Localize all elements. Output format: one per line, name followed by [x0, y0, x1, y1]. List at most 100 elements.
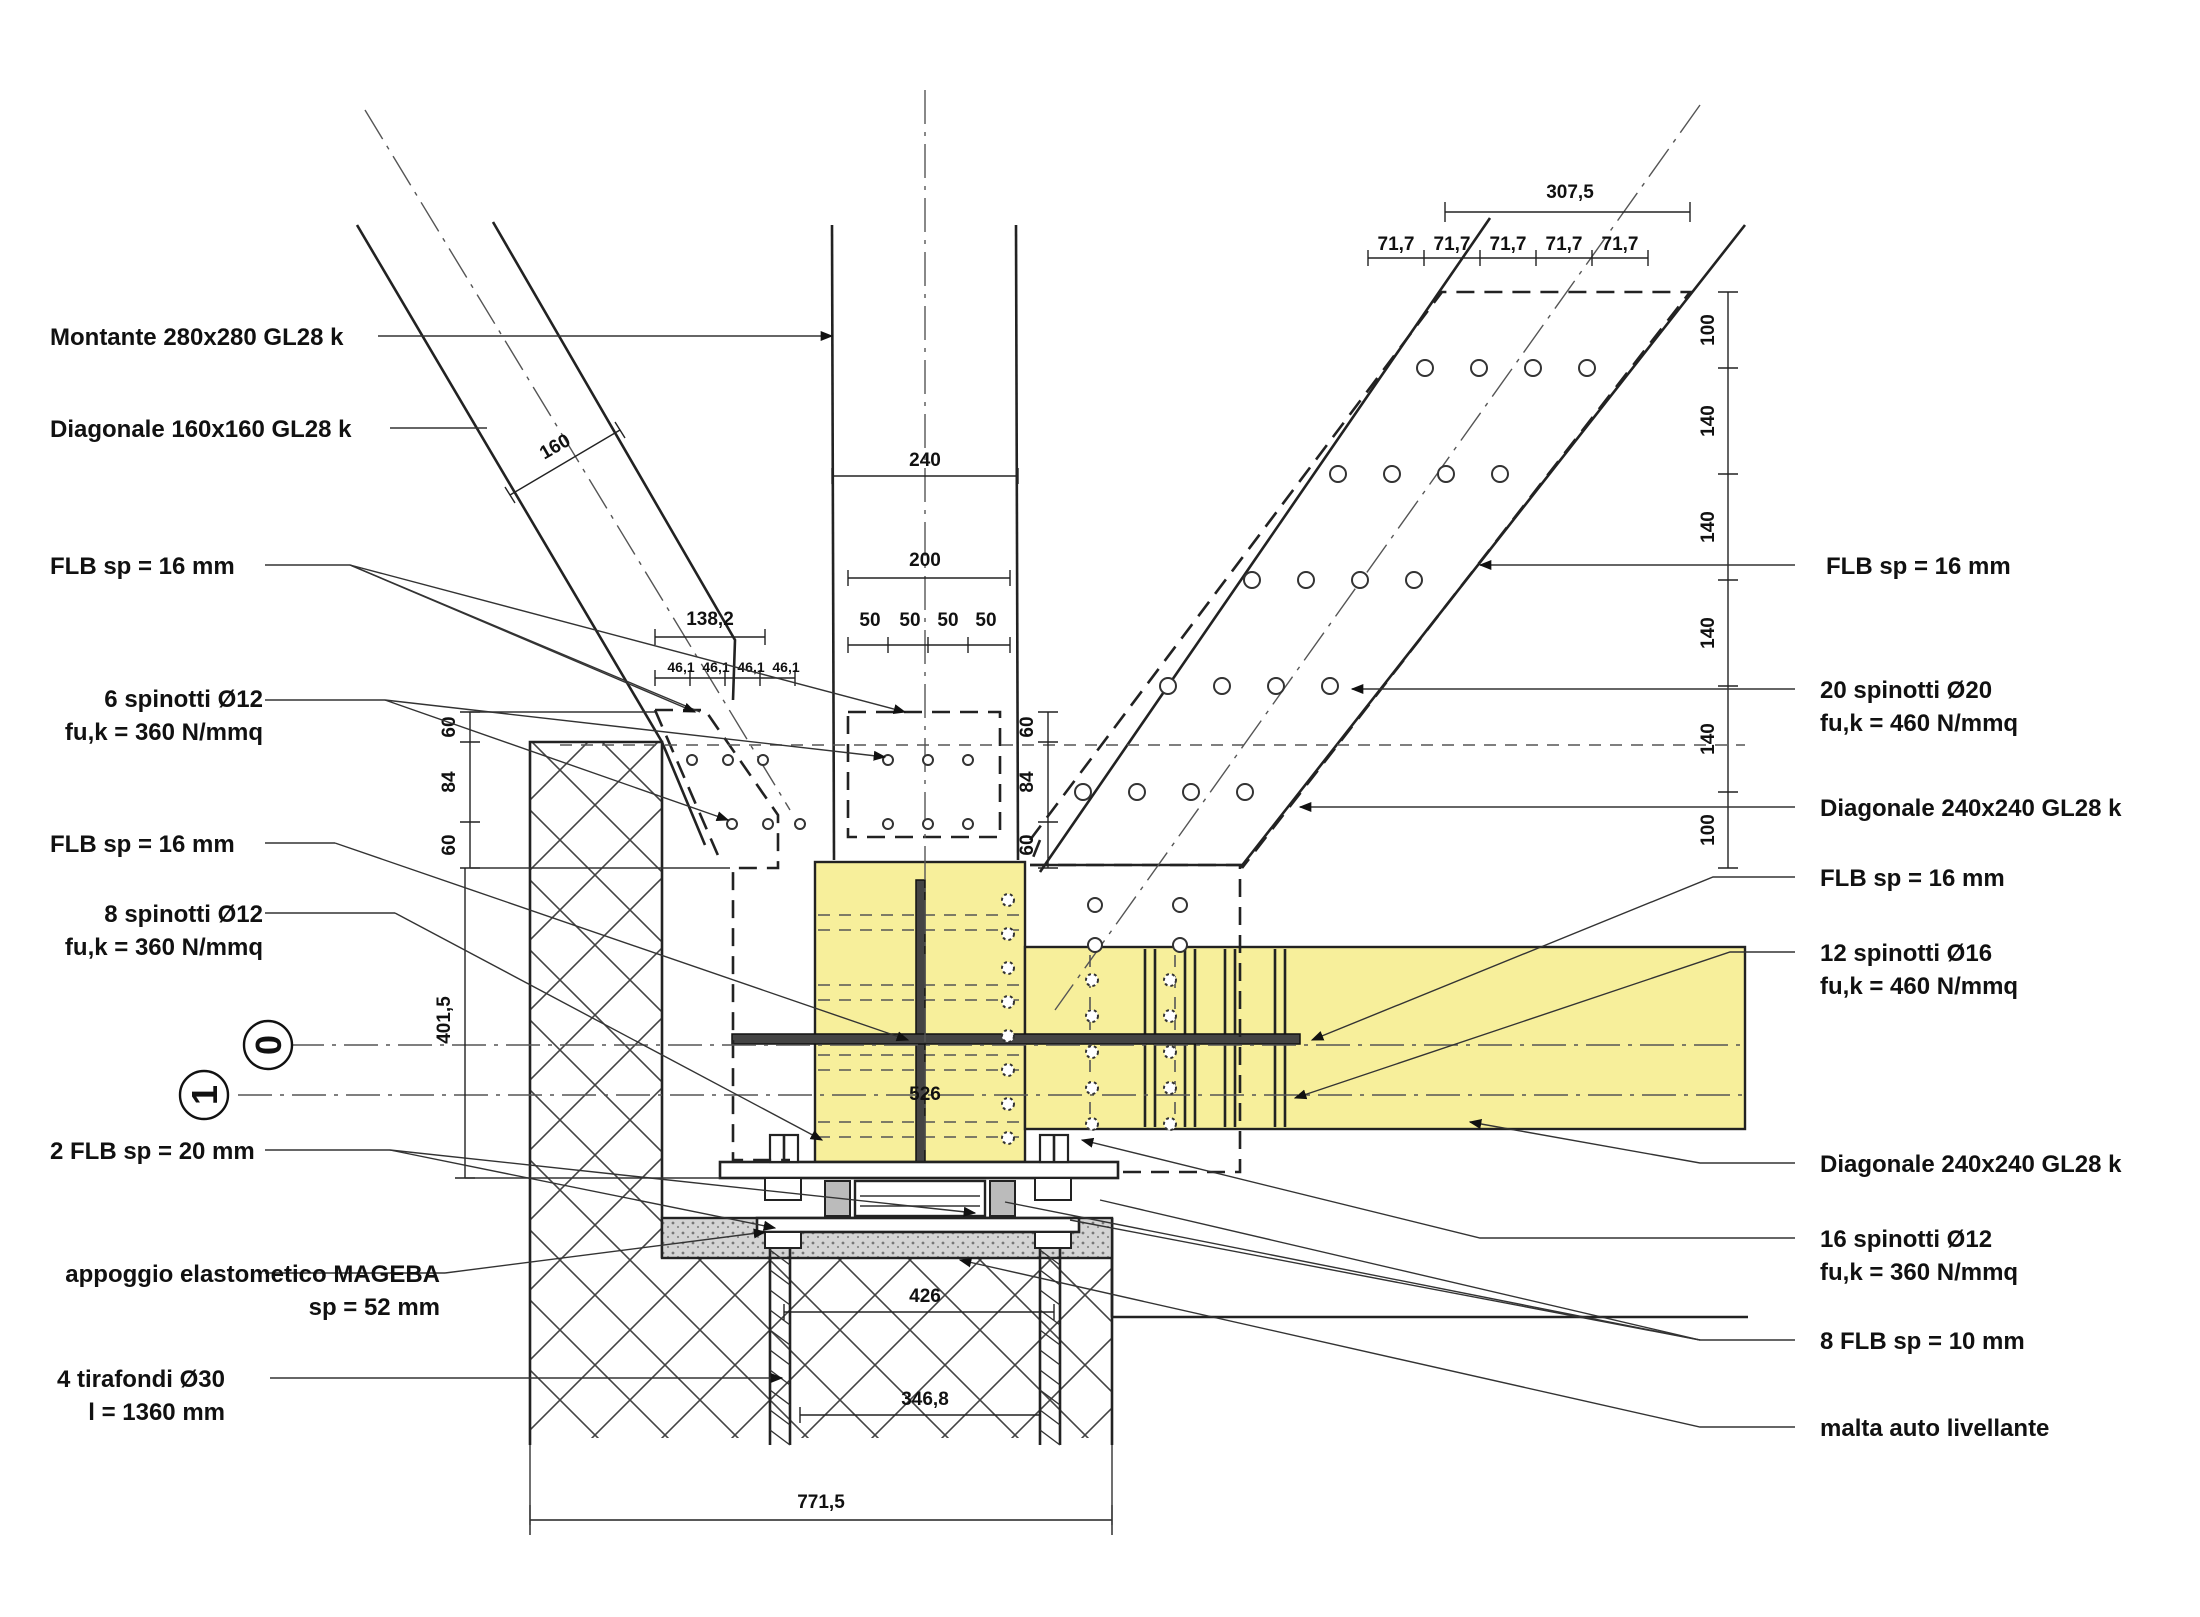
dowel-pin-d20 — [1159, 677, 1177, 695]
label-spinotti-8-line2: fu,k = 360 N/mmq — [65, 934, 263, 961]
dim-138-2: 138,2 — [686, 609, 734, 630]
dowel-pin-d16-hidden — [1163, 1045, 1177, 1059]
dim-426: 426 — [909, 1286, 941, 1307]
dim-71-7-4: 71,7 — [1546, 234, 1583, 255]
dim-71-7-5: 71,7 — [1602, 234, 1639, 255]
label-flb-16-top: FLB sp = 16 mm — [1826, 553, 2011, 580]
dim-71-7-3: 71,7 — [1490, 234, 1527, 255]
dowel-pin-d16-hidden — [1085, 1045, 1099, 1059]
axis-marker-1 — [178, 1069, 230, 1121]
dowel-pin-d16-hidden — [1163, 973, 1177, 987]
dowel-pin-d16-hidden — [1085, 1117, 1099, 1131]
dowel-pin-d20 — [1213, 677, 1231, 695]
dowel-pin-d16-hidden — [1163, 1081, 1177, 1095]
dowel-pin-d12-left — [794, 818, 806, 830]
dowel-pin-d12-left — [686, 754, 698, 766]
dowel-pin-d16-hidden — [1085, 973, 1099, 987]
label-flb-16-mid: FLB sp = 16 mm — [1820, 865, 2005, 892]
montante-column — [830, 224, 1020, 861]
dowel-pin-d12-hidden — [1001, 893, 1015, 907]
dim-46-1-4: 46,1 — [772, 659, 799, 675]
dowel-pin-d16-hidden — [1163, 1117, 1177, 1131]
dim-140-2: 140 — [1698, 511, 1719, 543]
label-diagonale-160: Diagonale 160x160 GL28 k — [50, 416, 352, 443]
dim-200: 200 — [909, 550, 941, 571]
dim-71-7-1: 71,7 — [1378, 234, 1415, 255]
dim-60-mid-bottom: 60 — [1017, 834, 1038, 855]
dowel-pin-d12-column — [922, 754, 934, 766]
label-tirafondi-line2: l = 1360 mm — [88, 1399, 225, 1426]
axis-marker-0 — [242, 1019, 294, 1071]
label-spinotti-16-line1: 16 spinotti Ø12 — [1820, 1226, 1992, 1253]
dim-140-1: 140 — [1698, 405, 1719, 437]
steel-plate-horizontal — [731, 1033, 1301, 1045]
dowel-pin-d12-column — [922, 818, 934, 830]
dim-50-2: 50 — [899, 610, 920, 631]
dim-84-mid: 84 — [1017, 771, 1038, 793]
leader-lines — [265, 330, 1795, 1428]
dowel-pin-d20 — [1491, 465, 1509, 483]
dowel-pin-d20 — [1437, 465, 1455, 483]
right-callouts: FLB sp = 16 mm 20 spinotti Ø20 fu,k = 46… — [1820, 553, 2122, 1442]
diagonal-160-left — [355, 221, 737, 846]
dim-240: 240 — [909, 450, 941, 471]
dim-71-7-2: 71,7 — [1434, 234, 1471, 255]
dowel-pin-d20 — [1297, 571, 1315, 589]
dim-100-bottom: 100 — [1698, 814, 1719, 846]
dowel-pin-d20 — [1416, 359, 1434, 377]
dowel-pin-d12-column — [962, 754, 974, 766]
dowel-pin-d12-column — [962, 818, 974, 830]
dowel-pin-d16 — [1087, 937, 1103, 953]
dowel-pin-d12-hidden — [1001, 995, 1015, 1009]
dim-140-3: 140 — [1698, 617, 1719, 649]
concrete-pier — [528, 740, 1748, 1445]
dim-401-5: 401,5 — [434, 996, 455, 1044]
dowel-pin-d16 — [1172, 937, 1188, 953]
label-flb-20: 2 FLB sp = 20 mm — [50, 1138, 255, 1165]
dowel-pin-d20 — [1236, 783, 1254, 801]
label-spinotti-6-line1: 6 spinotti Ø12 — [104, 686, 263, 713]
dowel-pin-d20 — [1243, 571, 1261, 589]
concrete-pier-left — [530, 742, 662, 1438]
label-spinotti-12-line2: fu,k = 460 N/mmq — [1820, 973, 2018, 1000]
dimension-lines — [455, 202, 1738, 1535]
dowel-pin-d20 — [1267, 677, 1285, 695]
dim-46-1-2: 46,1 — [702, 659, 729, 675]
dowel-pin-d12-left — [726, 818, 738, 830]
dowel-pin-d16-hidden — [1163, 1009, 1177, 1023]
dim-60-mid-top: 60 — [1017, 716, 1038, 737]
dim-160: 160 — [536, 430, 574, 464]
dowel-pin-d12-hidden — [1001, 1063, 1015, 1077]
flb-plate-outlines — [653, 290, 1693, 1174]
timber-block — [813, 860, 1747, 1164]
dim-46-1-1: 46,1 — [667, 659, 694, 675]
label-appoggio-line1: appoggio elastometico MAGEBA — [65, 1261, 440, 1288]
dowel-pins — [686, 359, 1596, 1145]
dim-46-1-3: 46,1 — [737, 659, 764, 675]
steel-plate-vertical — [915, 879, 926, 1163]
dim-60-left-top: 60 — [439, 716, 460, 737]
dowel-pin-d16 — [1172, 897, 1188, 913]
dowel-pin-d20 — [1182, 783, 1200, 801]
dim-771-5: 771,5 — [797, 1492, 845, 1513]
dowel-pin-d20 — [1351, 571, 1369, 589]
dowel-pin-d20 — [1329, 465, 1347, 483]
dowel-pin-d16 — [1087, 897, 1103, 913]
label-spinotti-6-line2: fu,k = 360 N/mmq — [65, 719, 263, 746]
dim-84-left: 84 — [439, 771, 460, 793]
label-spinotti-12-line1: 12 spinotti Ø16 — [1820, 940, 1992, 967]
label-flb-10: 8 FLB sp = 10 mm — [1820, 1328, 2025, 1355]
dowel-pin-d12-hidden — [1001, 961, 1015, 975]
left-callouts: Montante 280x280 GL28 k Diagonale 160x16… — [50, 324, 440, 1426]
diagonal-240-right — [1030, 217, 1747, 873]
axis-markers: 0 1 — [178, 1019, 294, 1121]
dim-346-8: 346,8 — [901, 1389, 949, 1410]
label-diagonale-240-bottom: Diagonale 240x240 GL28 k — [1820, 1151, 2122, 1178]
label-montante: Montante 280x280 GL28 k — [50, 324, 344, 351]
concrete-pier-bottom — [662, 1258, 1112, 1438]
dowel-pin-d12-hidden — [1001, 1097, 1015, 1111]
dowel-pin-d20 — [1128, 783, 1146, 801]
axis-marker-1-label: 1 — [184, 1085, 225, 1105]
label-flb-16-a: FLB sp = 16 mm — [50, 553, 235, 580]
